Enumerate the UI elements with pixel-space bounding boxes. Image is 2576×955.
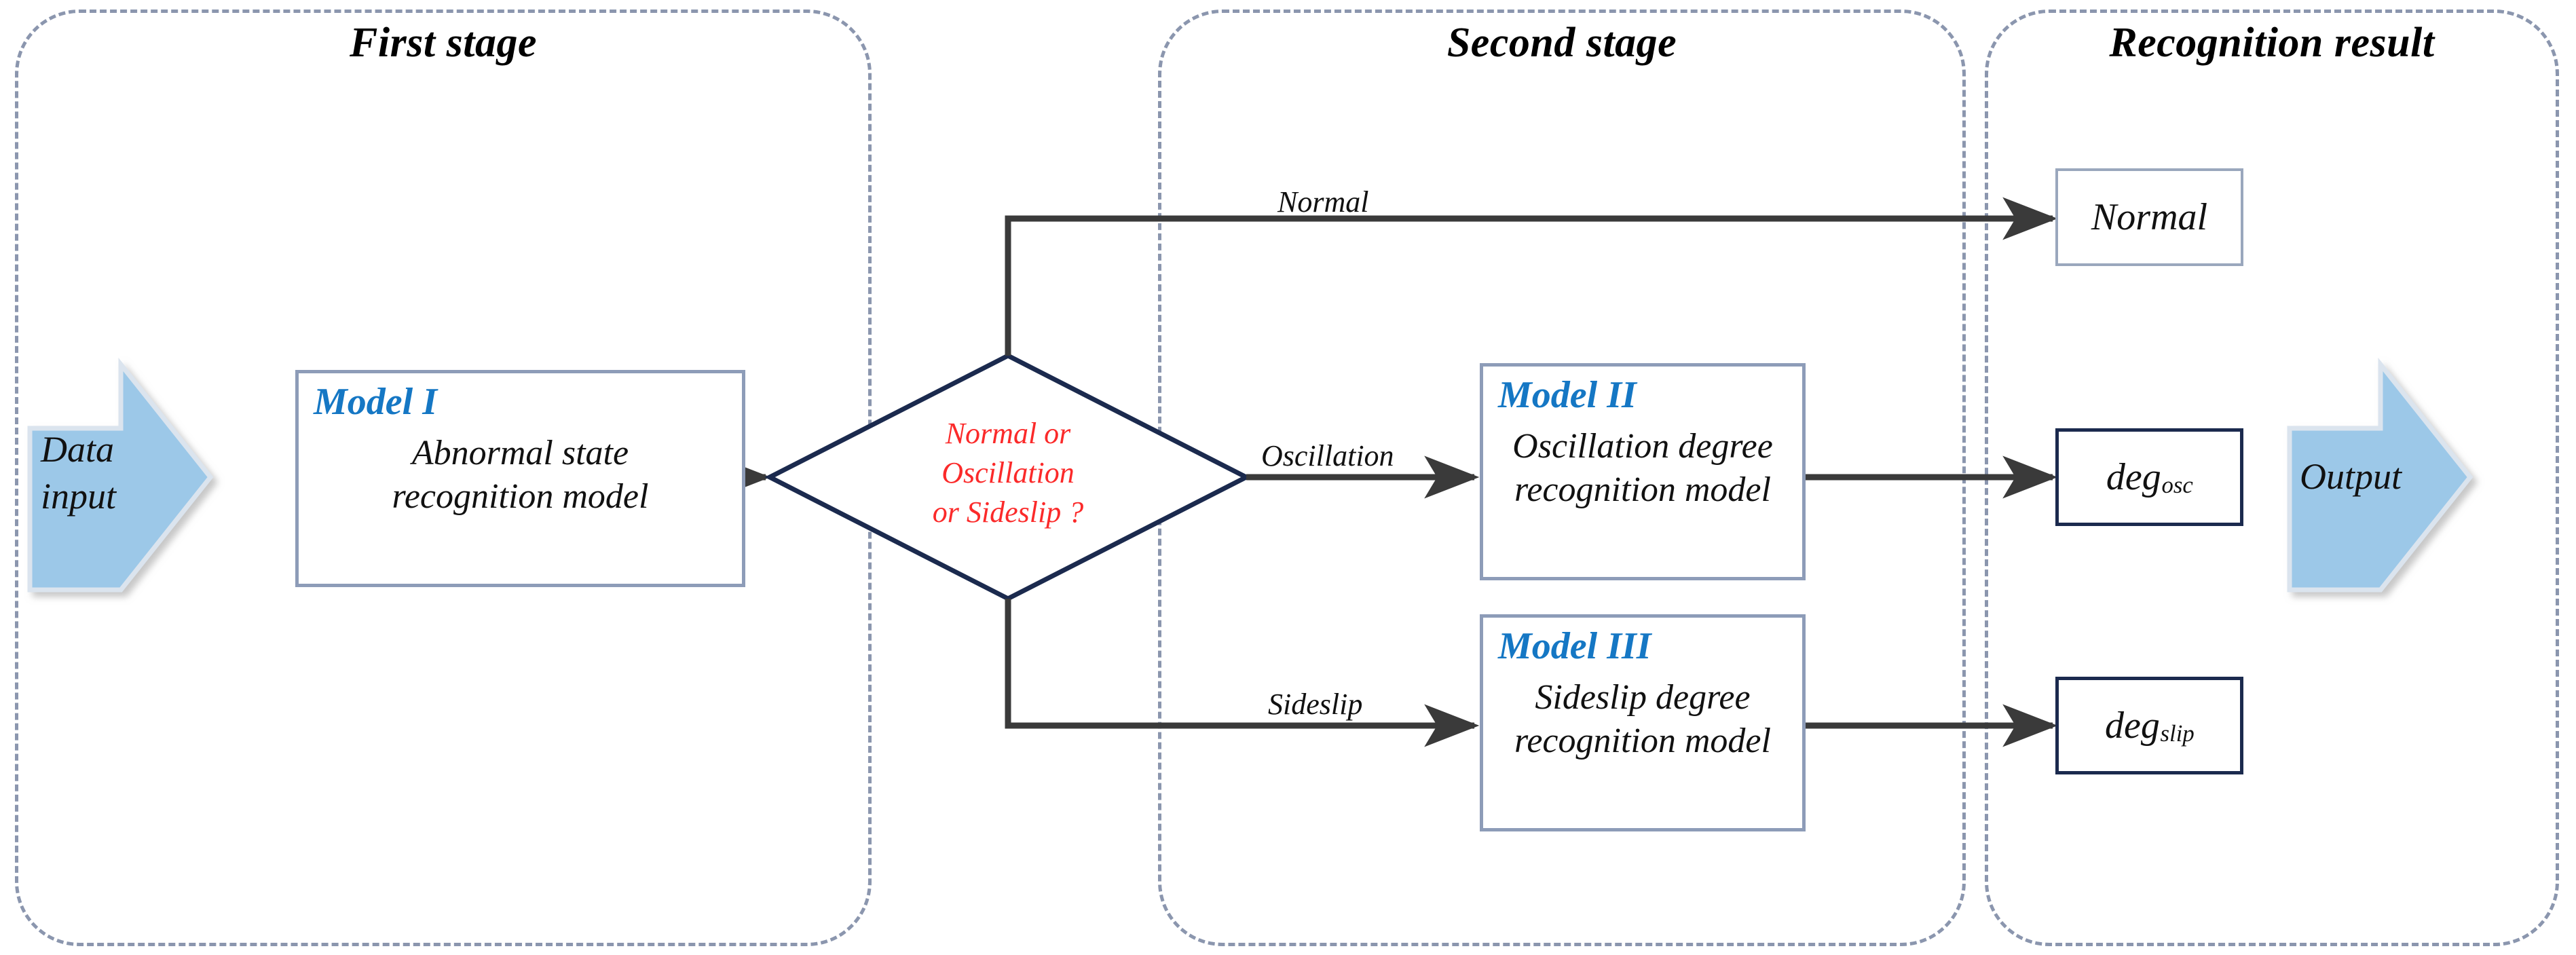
- model-iii-desc-line2: recognition model: [1514, 721, 1771, 760]
- stage-title-second: Second stage: [1446, 20, 1677, 66]
- data-input-block-arrow: [27, 357, 214, 593]
- model-ii-desc-line2: recognition model: [1514, 470, 1771, 509]
- model-box-model-iii[interactable]: Model III Sideslip degree recognition mo…: [1480, 614, 1806, 831]
- edge-label-oscillation: Oscillation: [1261, 439, 1394, 472]
- model-iii-title: Model III: [1498, 625, 1651, 667]
- data-input-line2: input: [41, 476, 117, 517]
- connector-normal-branch: [1005, 197, 2058, 356]
- edge-label-normal: Normal: [1277, 185, 1369, 219]
- model-iii-description: Sideslip degree recognition model: [1504, 676, 1782, 762]
- model-box-model-i[interactable]: Model I Abnormal state recognition model: [295, 370, 745, 587]
- stage-title-result: Recognition result: [2109, 20, 2435, 66]
- decision-line2: Oscillation: [941, 456, 1075, 490]
- decision-diamond-text: Normal or Oscillation or Sideslip ?: [872, 414, 1144, 532]
- model-iii-desc-line1: Sideslip degree: [1535, 678, 1751, 717]
- model-box-model-ii[interactable]: Model II Oscillation degree recognition …: [1480, 363, 1806, 580]
- model-i-desc-line2: recognition model: [392, 476, 649, 516]
- result-box-normal[interactable]: Normal: [2055, 168, 2243, 266]
- connector-sideslip-branch: [1005, 599, 1480, 747]
- result-deg-slip-base: deg: [2104, 705, 2160, 747]
- result-deg-slip-sub: slip: [2160, 720, 2195, 747]
- model-i-desc-line1: Abnormal state: [411, 434, 629, 473]
- decision-line3: or Sideslip ?: [932, 495, 1084, 529]
- model-ii-desc-line1: Oscillation degree: [1512, 427, 1773, 466]
- result-normal-label: Normal: [2091, 196, 2208, 238]
- data-input-line1: Data: [41, 429, 114, 470]
- decision-line1: Normal or: [945, 417, 1071, 450]
- stage-title-first: First stage: [350, 20, 537, 66]
- model-ii-description: Oscillation degree recognition model: [1501, 425, 1784, 511]
- model-ii-title: Model II: [1498, 374, 1637, 416]
- model-i-title: Model I: [314, 381, 437, 423]
- data-input-label: Data input: [41, 426, 170, 520]
- model-i-description: Abnormal state recognition model: [381, 432, 660, 518]
- output-label: Output: [2300, 456, 2402, 497]
- output-block-arrow: [2287, 357, 2474, 593]
- edge-label-sideslip: Sideslip: [1268, 688, 1363, 721]
- result-deg-osc-sub: osc: [2161, 472, 2193, 499]
- result-deg-osc-base: deg: [2106, 456, 2161, 498]
